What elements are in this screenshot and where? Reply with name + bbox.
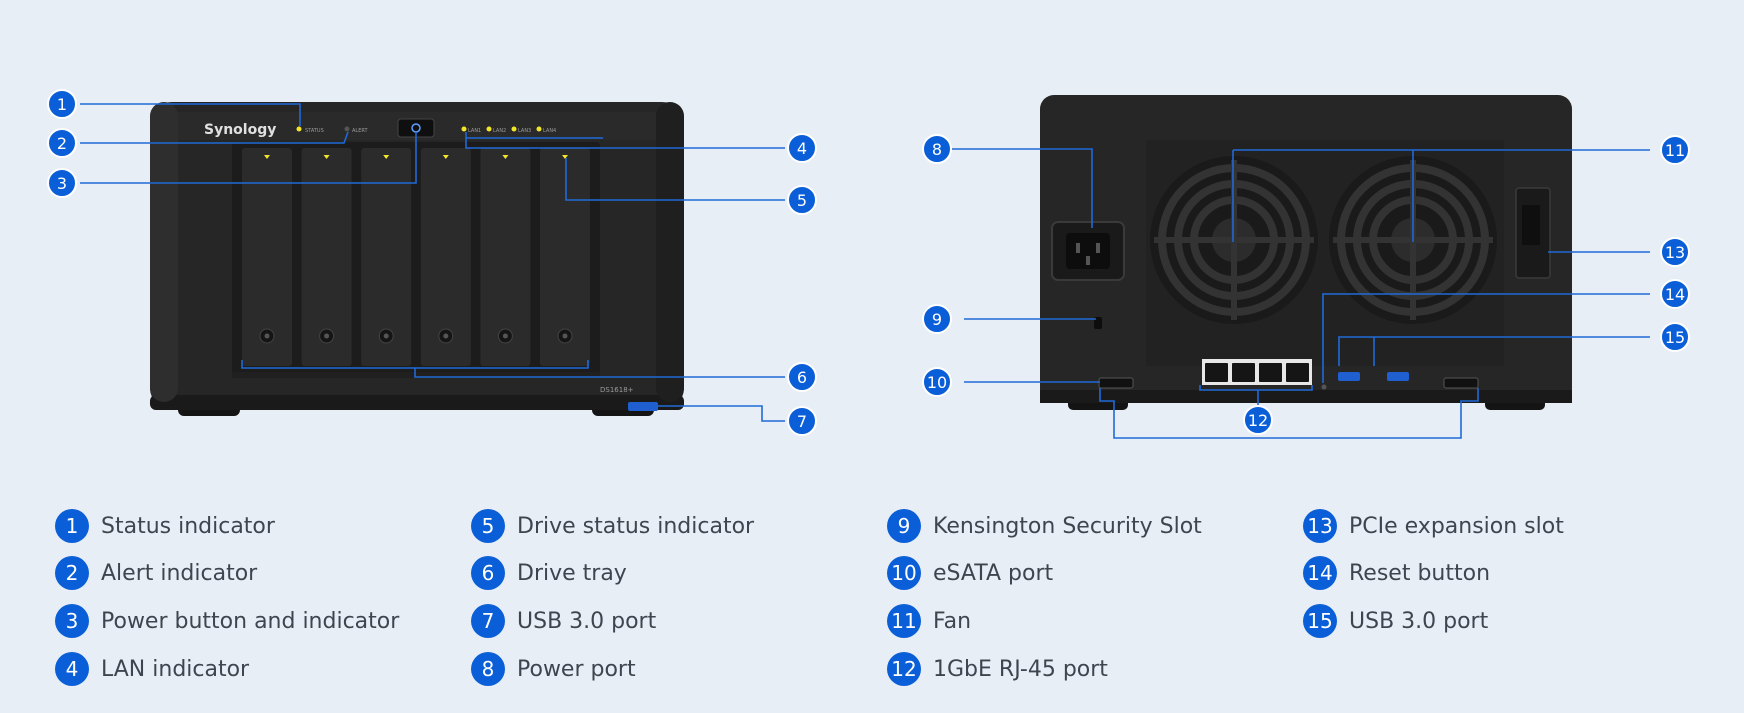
status-led-label: STATUS [305,128,324,134]
front-view: Synology STATUS ALERT LAN1 LAN2 LAN3 LAN4 D… [150,102,684,416]
callout-number: 9 [932,310,942,329]
callout-number: 14 [1665,285,1685,304]
drive-tray[interactable] [420,148,471,366]
callout-badge-7: 7 [787,406,817,436]
rj45-port [1232,363,1255,382]
alert-led-label: ALERT [352,128,368,134]
callout-badge-6: 6 [787,362,817,392]
brand-logo: Synology [204,122,276,138]
tray-lock-keyhole [383,333,389,339]
lan-led-label: LAN2 [493,128,506,134]
callout-badge-15: 15 [1660,322,1690,352]
callout-badge-14: 14 [1660,279,1690,309]
callout-badge-1: 1 [47,89,77,119]
rj45-port [1286,363,1309,382]
drive-status-led [383,155,390,159]
callout-number: 6 [797,368,807,387]
lan-led-label: LAN1 [468,128,481,134]
callout-badge-9: 9 [922,304,952,334]
alert-led [344,126,350,132]
callout-number: 7 [797,412,807,431]
callout-badge-2: 2 [47,128,77,158]
callout-number: 3 [57,174,67,193]
rear-usb-port-1 [1338,372,1360,381]
rj45-port [1205,363,1228,382]
rj45-port [1259,363,1282,382]
drive-tray[interactable] [361,148,412,366]
callout-number: 2 [57,134,67,153]
callout-number: 5 [797,191,807,210]
drive-status-led [502,155,509,159]
drive-tray[interactable] [540,148,590,366]
callout-lines [80,103,1650,439]
drive-status-led [562,155,568,159]
tray-lock-keyhole [324,333,330,339]
lan-led-1 [461,126,467,132]
callout-badge-3: 3 [47,168,77,198]
callout-number: 11 [1665,141,1685,160]
callout-badge-12: 12 [1243,405,1273,435]
esata-port-right [1443,377,1479,389]
lan-led-3 [511,126,517,132]
rear-usb-port-2 [1387,372,1409,381]
drive-trays [242,148,590,366]
fan-left [1150,156,1318,324]
callout-number: 13 [1665,243,1685,262]
callout-badge-4: 4 [787,133,817,163]
callout-number: 1 [57,95,67,114]
callout-number: 12 [1248,411,1268,430]
callout-badge-8: 8 [922,134,952,164]
callout-number: 10 [927,373,947,392]
front-usb-port [628,402,658,411]
drive-status-led [323,155,330,159]
esata-port-left [1098,377,1134,389]
drive-status-led [264,155,270,159]
kensington-slot [1094,317,1102,329]
tray-lock-keyhole [562,333,568,339]
rj45-ports [1202,359,1312,385]
lan-led-4 [536,126,542,132]
callout-badge-5: 5 [787,185,817,215]
reset-button[interactable] [1321,384,1327,390]
lan-leds: LAN1 LAN2 LAN3 LAN4 [461,126,556,134]
callout-badge-10: 10 [922,367,952,397]
drive-tray[interactable] [480,148,531,366]
lan-led-label: LAN3 [518,128,531,134]
lan-led-2 [486,126,492,132]
callout-badge-11: 11 [1660,135,1690,165]
tray-lock-keyhole [264,333,270,339]
callout-number: 4 [797,139,807,158]
drive-status-led [442,155,449,159]
rear-view [1040,95,1572,410]
status-led [296,126,302,132]
lan-led-label: LAN4 [543,128,556,134]
tray-lock-keyhole [502,333,508,339]
drive-tray[interactable] [242,148,292,366]
callout-badge-13: 13 [1660,237,1690,267]
model-label: DS1618+ [600,386,634,394]
tray-lock-keyhole [443,333,449,339]
callout-number: 15 [1665,328,1685,347]
callout-number: 8 [932,140,942,159]
drive-tray[interactable] [301,148,352,366]
